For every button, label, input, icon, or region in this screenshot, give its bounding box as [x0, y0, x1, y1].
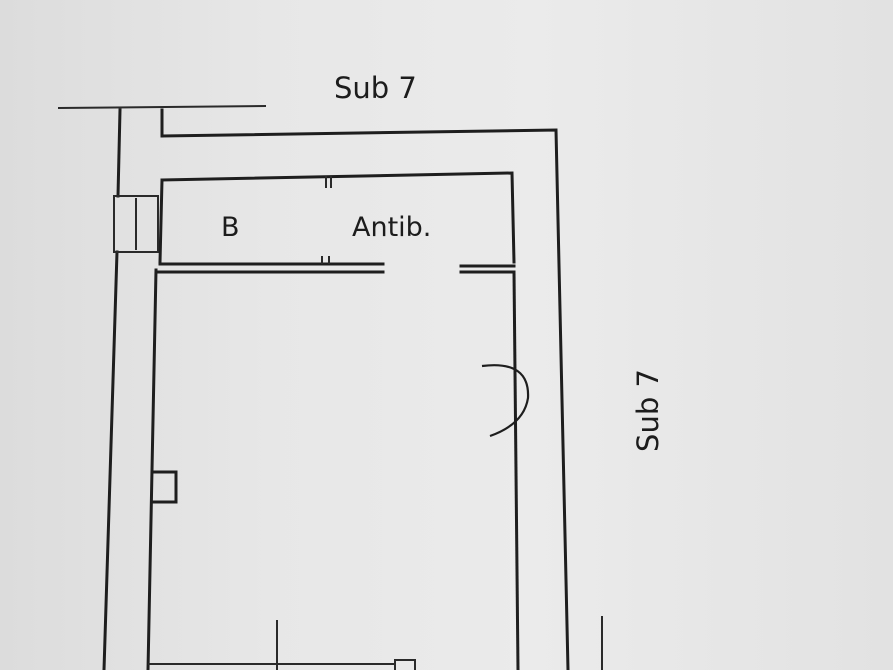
label-sub7-right: Sub 7	[630, 369, 665, 452]
main-room-right-wall	[512, 270, 520, 670]
left-wall-niche	[150, 470, 178, 504]
left-outer-wall-lower	[102, 250, 119, 670]
left-outer-wall	[116, 108, 122, 198]
left-inner-wall-lower	[146, 268, 158, 670]
outer-wall-top-right	[160, 128, 570, 670]
label-sub7-top: Sub 7	[334, 71, 417, 105]
door-swing-arc	[481, 364, 530, 438]
bottom-right-post	[394, 659, 416, 670]
window-left	[113, 195, 159, 253]
label-antib: Antib.	[352, 212, 432, 243]
label-room-b: B	[221, 212, 240, 243]
bathroom-top-wall	[160, 171, 516, 264]
top-boundary-line	[57, 105, 267, 109]
bathroom-left-wall	[158, 178, 164, 264]
